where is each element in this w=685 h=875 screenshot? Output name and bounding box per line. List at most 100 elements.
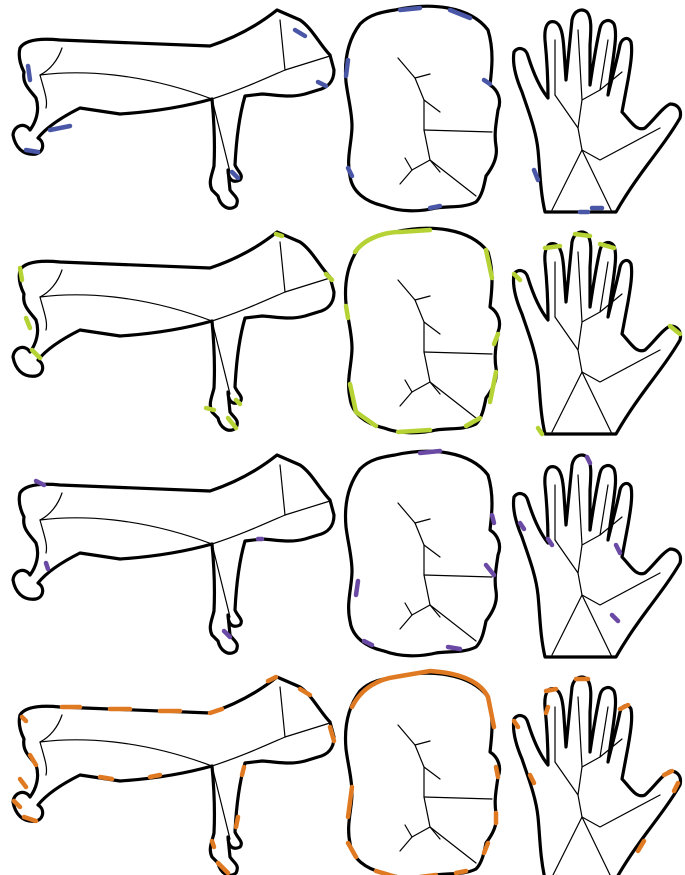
head-skeleton-branch xyxy=(415,300,440,334)
dog-skeleton-branch xyxy=(40,297,47,330)
hand-skeleton-branch xyxy=(552,595,582,655)
head-skeleton-branch xyxy=(400,605,430,629)
head-outline xyxy=(346,6,500,211)
dog-highlight-segment xyxy=(236,400,240,404)
hand-skeleton-branch xyxy=(555,762,582,817)
head-highlight-segment xyxy=(346,306,348,318)
row-4 xyxy=(13,671,681,875)
head-skeleton-branch xyxy=(405,158,412,170)
dog-shape xyxy=(13,677,334,875)
head-highlight-segment xyxy=(376,871,396,875)
head-skeleton-branch xyxy=(398,503,430,523)
row-2 xyxy=(13,228,681,434)
hand-skeleton-branch xyxy=(578,30,582,128)
head-highlight-segment xyxy=(492,515,494,523)
head-outline xyxy=(346,451,500,656)
dog-highlight-segment xyxy=(30,755,36,765)
head-highlight-segment xyxy=(490,372,496,402)
dog-highlight-segment xyxy=(50,126,70,130)
hand-skeleton-branch xyxy=(552,817,582,875)
dog-skeleton-branch xyxy=(40,270,62,297)
dog-highlight-segment xyxy=(32,350,40,358)
dog-outline xyxy=(13,455,334,653)
hand-skeleton-branch xyxy=(582,595,612,657)
head-skeleton-branch xyxy=(398,58,430,78)
hand-skeleton-branch xyxy=(552,372,582,432)
hand-skeleton-branch xyxy=(582,150,612,212)
head-skeleton-branch xyxy=(398,280,430,300)
rows-container xyxy=(13,6,681,875)
head-skeleton-branch xyxy=(424,575,492,577)
dog-highlight-segment xyxy=(22,717,26,721)
head-highlight-segment xyxy=(496,767,498,777)
head-highlight-segment xyxy=(398,430,430,432)
head-skeleton-branch xyxy=(430,382,476,418)
dog-skeleton-branch xyxy=(40,493,62,520)
hand-skeleton-branch xyxy=(555,317,582,372)
dog-highlight-segment xyxy=(46,563,48,569)
hand-skeleton-branch xyxy=(555,540,582,595)
hand-skeleton-branch xyxy=(578,475,582,573)
dog-skeleton-branch xyxy=(40,740,212,766)
head-outline xyxy=(346,228,500,433)
hand-shape xyxy=(513,677,680,875)
head-highlight-segment xyxy=(356,581,358,595)
hand-highlight-segment xyxy=(546,707,548,713)
hand-skeleton-branch xyxy=(578,697,582,795)
head-shape xyxy=(346,228,500,433)
head-highlight-segment xyxy=(430,206,440,208)
row-3 xyxy=(13,451,681,657)
hand-highlight-segment xyxy=(670,326,680,334)
head-skeleton-branch xyxy=(424,797,492,799)
dog-skeleton-branch xyxy=(40,742,47,775)
dog-skeleton-branch xyxy=(285,56,330,70)
row-1 xyxy=(13,6,681,212)
hand-highlight-segment xyxy=(587,457,590,463)
hand-highlight-segment xyxy=(575,234,590,236)
dog-skeleton-branch xyxy=(285,723,330,737)
hand-highlight-segment xyxy=(620,705,628,709)
hand-skeleton-branch xyxy=(582,573,660,605)
head-skeleton-branch xyxy=(415,745,440,779)
dog-highlight-segment xyxy=(150,775,160,777)
dog-skeleton-branch xyxy=(40,715,62,742)
dog-skeleton-branch xyxy=(280,465,285,515)
dog-skeleton-branch xyxy=(280,242,285,292)
dog-skeleton-branch xyxy=(40,295,212,321)
hand-highlight-segment xyxy=(520,523,524,529)
head-highlight-segment xyxy=(420,451,440,453)
head-skeleton-branch xyxy=(415,78,440,112)
hand-highlight-segment xyxy=(616,545,620,553)
dog-highlight-segment xyxy=(276,234,282,236)
head-highlight-segment xyxy=(348,843,356,857)
head-skeleton-branch xyxy=(430,605,476,641)
head-highlight-segment xyxy=(486,250,492,278)
hand-highlight-segment xyxy=(545,246,560,248)
dog-skeleton-branch xyxy=(280,687,285,737)
dog-highlight-segment xyxy=(28,66,30,80)
dog-shape xyxy=(13,232,334,430)
dog-highlight-segment xyxy=(26,150,38,152)
hand-highlight-segment xyxy=(612,615,618,621)
hand-skeleton-branch xyxy=(552,150,582,210)
head-skeleton-branch xyxy=(405,825,412,837)
head-skeleton-branch xyxy=(424,352,492,354)
dog-highlight-segment xyxy=(210,709,222,713)
dog-highlight-segment xyxy=(26,318,30,328)
head-shape xyxy=(346,451,500,656)
dog-highlight-segment xyxy=(232,172,238,178)
head-skeleton-branch xyxy=(405,603,412,615)
head-skeleton-branch xyxy=(400,160,430,184)
head-highlight-segment xyxy=(486,565,494,575)
head-highlight-segment xyxy=(352,671,494,727)
hand-outline xyxy=(513,677,680,875)
hand-skeleton-branch xyxy=(582,795,660,827)
dog-highlight-segment xyxy=(100,777,112,779)
head-skeleton-branch xyxy=(398,725,430,745)
head-skeleton-branch xyxy=(400,827,430,851)
dog-skeleton-branch xyxy=(280,20,285,70)
dog-skeleton-branch xyxy=(40,518,212,544)
dog-highlight-segment xyxy=(212,841,214,847)
hand-shape xyxy=(513,232,680,434)
head-highlight-segment xyxy=(456,871,466,873)
